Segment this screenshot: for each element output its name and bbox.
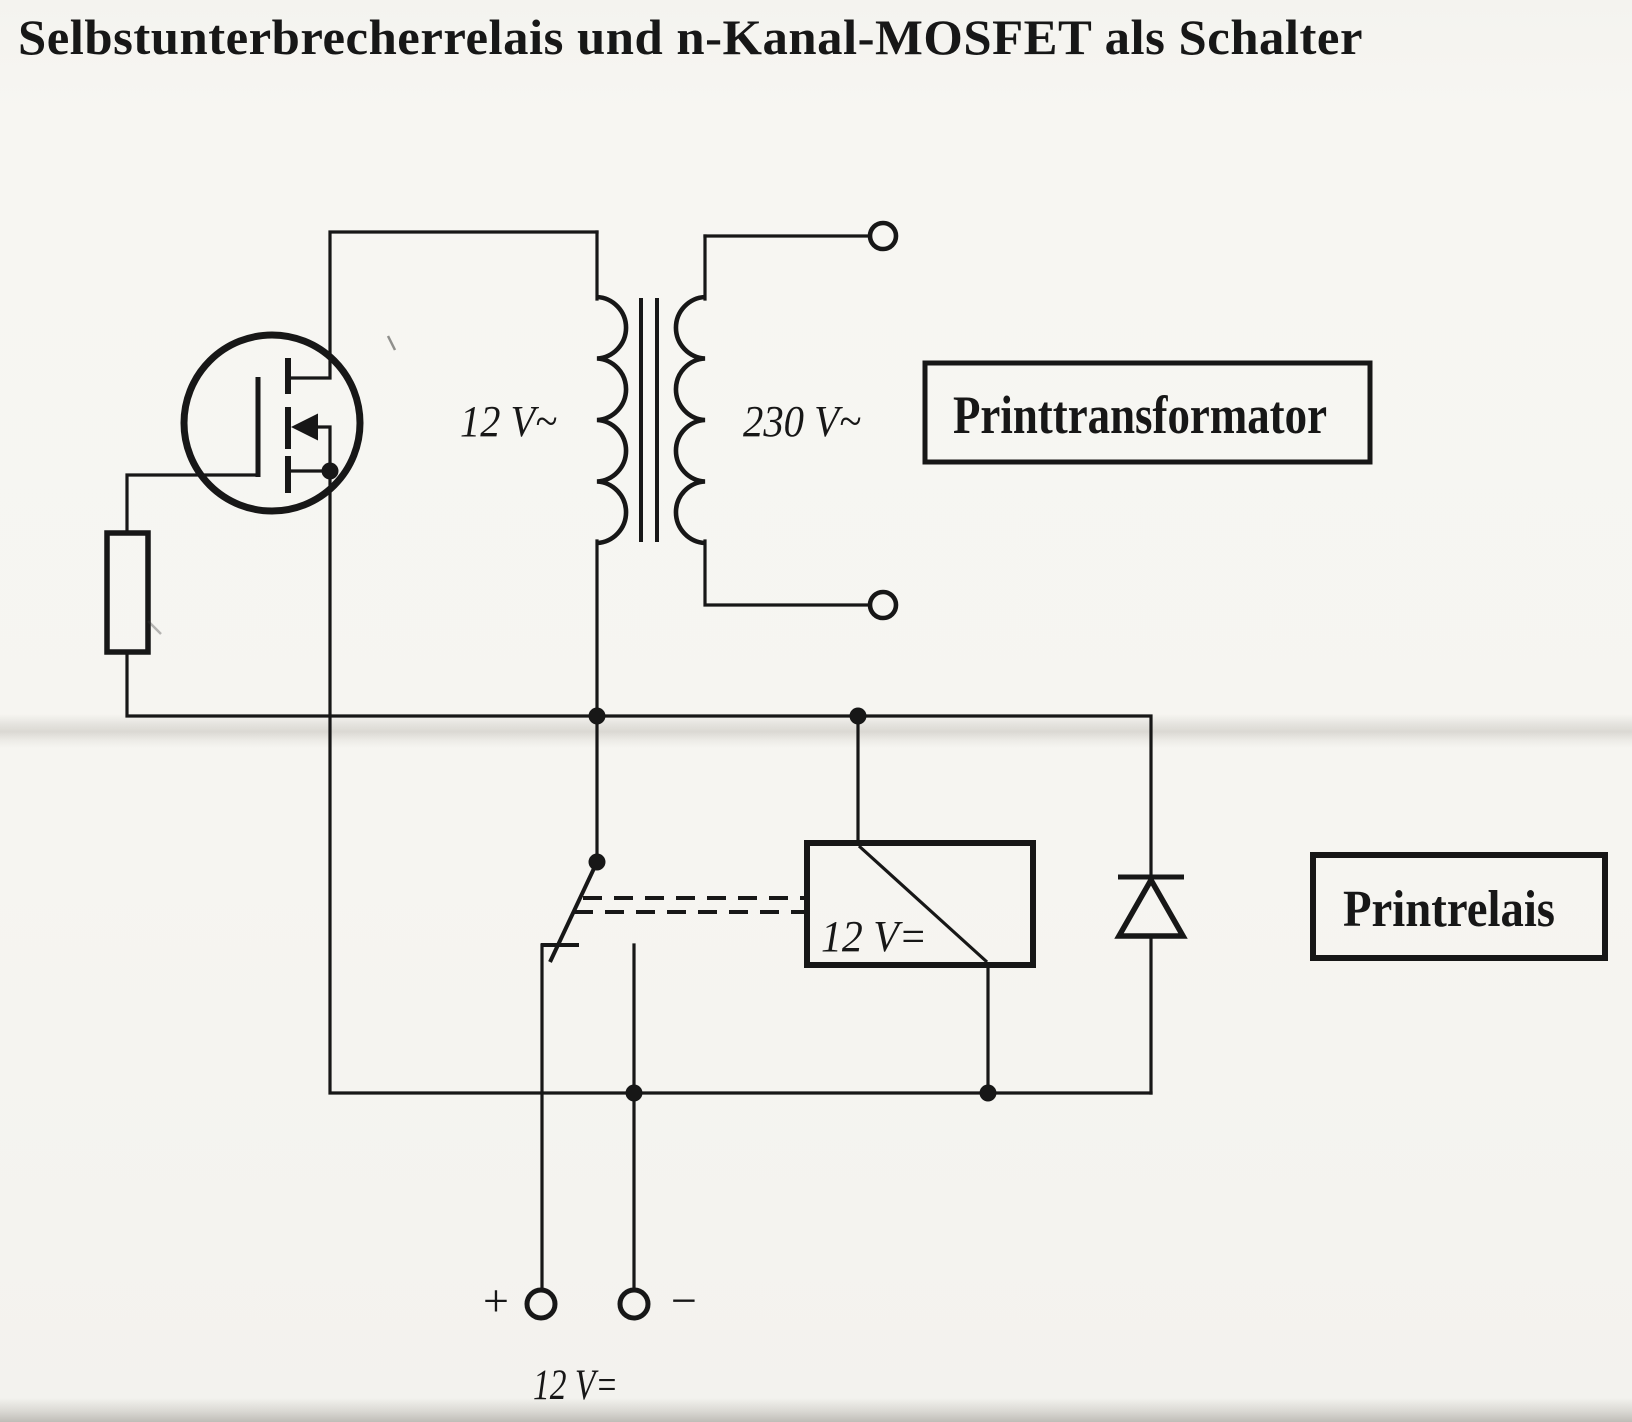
primary-voltage-label: 12 V~	[460, 397, 557, 446]
relay-box-label: Printrelais	[1343, 881, 1555, 938]
transformer-label-box	[922, 360, 1373, 465]
transformer-secondary-coil	[673, 294, 706, 546]
resistor-symbol	[104, 530, 151, 655]
relay-coil-symbol	[804, 840, 1036, 968]
junction-dot-rail-primary	[588, 707, 606, 725]
junction-dots	[321, 462, 997, 1102]
wire-drain-top	[287, 230, 599, 380]
supply-terminal-plus	[524, 1287, 558, 1321]
minus-sign-label: −	[671, 1275, 697, 1326]
page-title: Selbstunterbrecherrelais und n-Kanal-MOS…	[18, 9, 1363, 65]
mosfet-symbol	[180, 331, 364, 515]
relay-coil-voltage-label: 12 V=	[821, 912, 927, 961]
wire-gate-lead	[125, 473, 260, 535]
mosfet-body-arrow-icon	[291, 413, 318, 441]
scan-artifacts	[147, 335, 397, 635]
junction-dot-switch-pivot	[588, 853, 606, 871]
junction-dot-rail-relay	[849, 707, 867, 725]
relay-label-box	[1310, 852, 1608, 961]
wire-middle-rail	[125, 650, 1153, 879]
wire-body-jog	[314, 425, 332, 473]
transformer-symbol	[596, 294, 706, 546]
relay-coil-box	[804, 840, 1036, 968]
supply-voltage-label: 12 V=	[533, 1362, 618, 1409]
switch-symbol	[541, 861, 807, 963]
output-terminal-bottom	[867, 589, 899, 621]
junction-dot-mosfet-source	[321, 462, 339, 480]
wire-source-bottom-rail	[287, 469, 1153, 1095]
relay-coil-diagonal	[857, 844, 989, 964]
plus-sign-label: +	[483, 1275, 509, 1326]
diode-triangle	[1114, 874, 1188, 939]
transformer-primary-coil	[596, 294, 629, 546]
supply-terminal-minus	[617, 1287, 651, 1321]
scan-artifact	[386, 335, 397, 351]
output-terminal-top	[867, 220, 899, 252]
junction-dot-bottom-minus	[625, 1084, 643, 1102]
secondary-voltage-label: 230 V~	[743, 397, 861, 446]
diode-symbol	[1114, 874, 1188, 939]
mosfet-body-circle	[180, 331, 364, 515]
wire-secondary-bottom-lead	[703, 539, 871, 607]
junction-dot-bottom-relay	[979, 1084, 997, 1102]
transformer-box-label: Printtransformator	[953, 385, 1327, 445]
scan-artifact	[147, 620, 162, 635]
